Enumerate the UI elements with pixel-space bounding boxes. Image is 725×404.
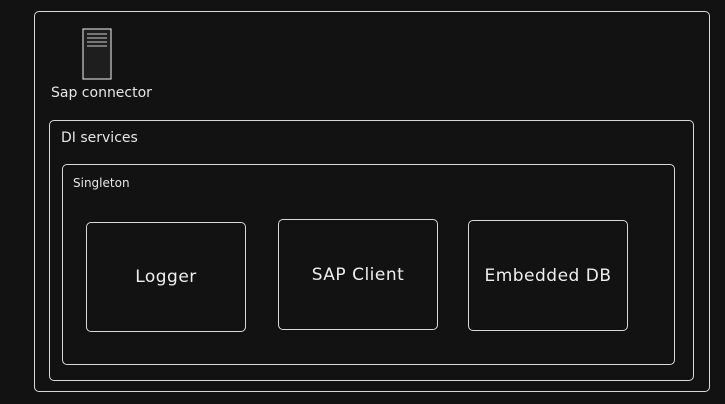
logger-component[interactable]: Logger <box>86 222 246 332</box>
sap-client-component[interactable]: SAP Client <box>278 219 438 330</box>
di-services-container[interactable] <box>49 120 694 381</box>
sap-connector-container[interactable] <box>34 11 710 392</box>
di-services-label: DI services <box>61 130 138 146</box>
embedded-db-label: Embedded DB <box>484 265 612 286</box>
sap-client-label: SAP Client <box>311 264 405 285</box>
sap-connector-label: Sap connector <box>51 85 152 101</box>
singleton-label: Singleton <box>73 176 130 190</box>
singleton-container[interactable] <box>62 164 675 365</box>
embedded-db-component[interactable]: Embedded DB <box>468 220 628 331</box>
logger-label: Logger <box>135 267 197 287</box>
server-icon <box>82 28 112 80</box>
